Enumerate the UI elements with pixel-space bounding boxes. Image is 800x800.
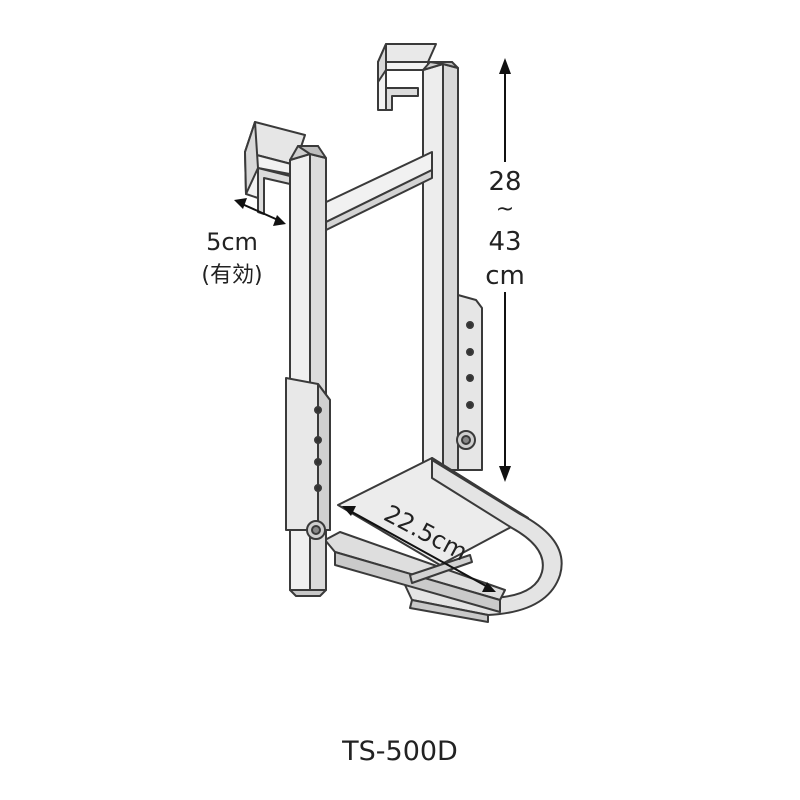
height-arrowhead-top <box>499 58 511 74</box>
hook-gap-arrowhead-left <box>234 198 247 209</box>
hook-gap-value-label: 5cm <box>206 228 258 256</box>
step-depth-arrowhead-left <box>342 506 356 516</box>
back-bracket <box>456 294 483 471</box>
front-bracket <box>285 377 331 540</box>
hook-gap-note-label: (有効) <box>201 263 262 288</box>
cross-bar <box>321 151 433 233</box>
step-tray <box>324 457 563 623</box>
height-max-label: 43 <box>488 227 521 257</box>
height-separator-label: ~ <box>496 197 514 222</box>
hook-gap-dimension-line <box>241 203 279 221</box>
height-label-background <box>478 162 536 292</box>
front-hook <box>244 121 306 215</box>
step-depth-dimension-line <box>351 511 487 587</box>
height-arrowhead-bottom <box>499 466 511 482</box>
height-min-label: 28 <box>488 167 521 197</box>
hook-gap-arrowhead-right <box>273 215 286 226</box>
height-unit-label: cm <box>485 261 525 291</box>
step-depth-arrowhead-right <box>482 582 496 592</box>
back-rail <box>422 61 459 471</box>
model-name: TS-500D <box>341 736 458 767</box>
back-hook <box>377 43 437 111</box>
